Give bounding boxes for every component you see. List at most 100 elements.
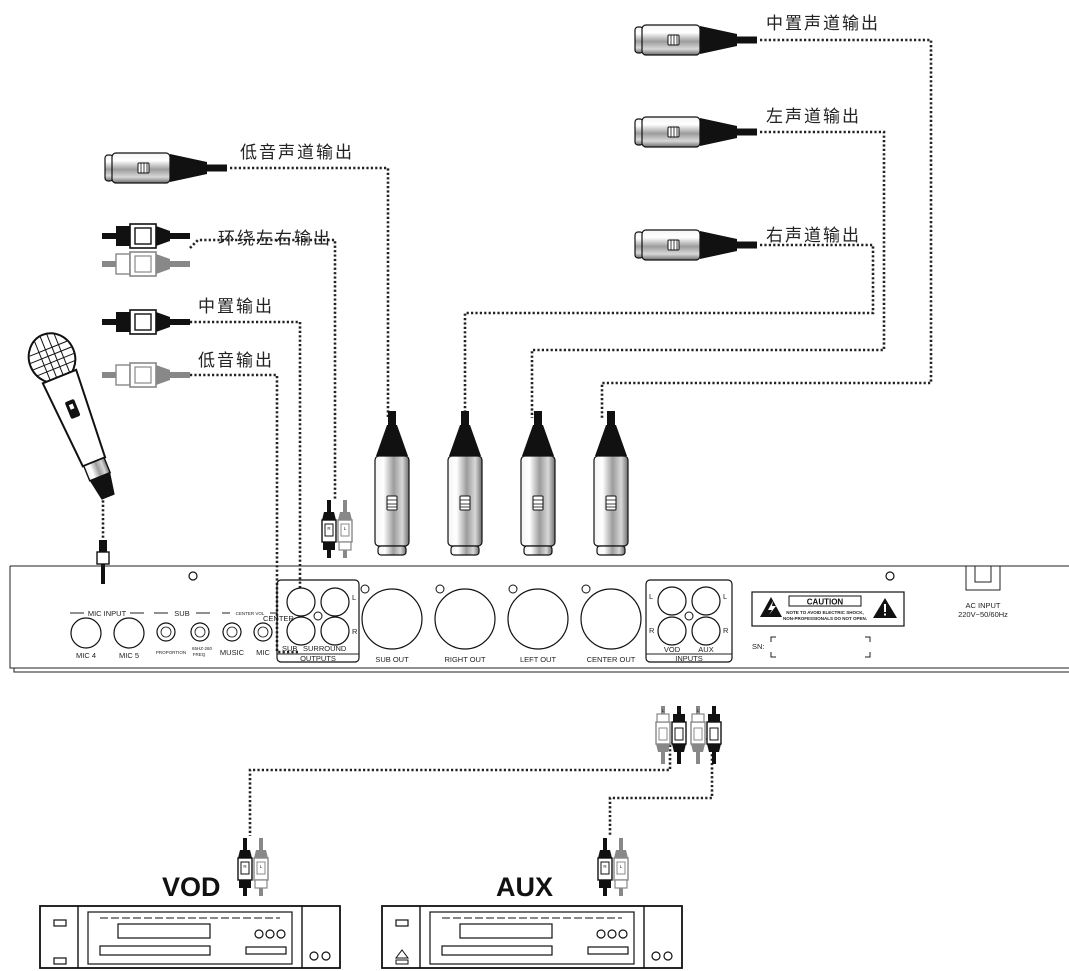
- ac-input-label: AC INPUT: [965, 601, 1000, 610]
- vod-plug-mark-r: R: [243, 864, 247, 869]
- mic5-label: MIC 5: [119, 651, 139, 660]
- surround-plug-mark-l: L: [344, 526, 347, 531]
- center-out-xlr-jack: [580, 588, 642, 650]
- label-center-channel-out: 中置声道输出: [766, 14, 880, 34]
- vod-device-label: VOD: [162, 872, 221, 902]
- aux-l-jack: [691, 586, 721, 616]
- wire-left-xlr: [530, 130, 886, 418]
- ac-input-socket: [965, 566, 1001, 591]
- proportion-knob: [156, 622, 176, 642]
- aux-r-jack: [691, 616, 721, 646]
- mic-input-label: MIC INPUT: [88, 609, 127, 618]
- input-plug-mark-l2: L: [697, 708, 700, 713]
- sub-knob-label: SUB: [174, 609, 189, 618]
- music-knob: [222, 622, 242, 642]
- cable-wires: [101, 38, 933, 836]
- freq-knob: [190, 622, 210, 642]
- rca-plug-surround-r: [101, 223, 191, 249]
- label-center-out: 中置输出: [198, 297, 274, 317]
- freq-label: FREQ: [193, 652, 206, 657]
- mic-label: MIC: [256, 648, 270, 657]
- wire-center-rca: [190, 320, 302, 590]
- vod-l-jack: [657, 586, 687, 616]
- vod-player: [39, 905, 341, 969]
- outputs-label: OUTPUTS: [300, 654, 336, 663]
- outputs-group: [276, 579, 360, 663]
- caution-title: CAUTION: [807, 598, 844, 607]
- music-label: MUSIC: [220, 648, 245, 657]
- vod-plug-mark-l: L: [260, 864, 263, 869]
- input-plug-mark-r2: R: [712, 708, 716, 713]
- label-left-channel-out: 左声道输出: [766, 107, 861, 127]
- mic5-jack: [113, 617, 145, 649]
- wire-sub-rca: [190, 373, 300, 654]
- center-vol-label: CENTER VOL: [236, 611, 265, 616]
- wire-sub-xlr: [230, 166, 390, 418]
- label-surround-lr-out: 环绕左右输出: [218, 229, 332, 249]
- xlr-plug-left-out: [520, 410, 556, 556]
- xlr-plug-sub-out: [374, 410, 410, 556]
- aux-device-label: AUX: [496, 872, 553, 902]
- xlr-plug-center-out: [593, 410, 629, 556]
- aux-plug-mark-r: R: [603, 864, 607, 869]
- surround-l-jack: [320, 587, 350, 617]
- xlr-plug-right-out: [447, 410, 483, 556]
- amplifier-rear-panel: MIC INPUT MIC 4 MIC 5 SUB PROPORTION 65H…: [9, 565, 1069, 673]
- sub-jack-label: SUB: [282, 644, 297, 653]
- center-jack-label: CENTER: [263, 614, 294, 623]
- rca-plug-surround-l: [101, 251, 191, 277]
- input-r-label: R: [649, 626, 655, 635]
- input-r-label-right: R: [723, 626, 729, 635]
- rca-plug-center: [101, 309, 191, 335]
- xlr-plug-sub: [104, 152, 228, 184]
- center-rca-jack: [286, 587, 316, 617]
- sub-out-label: SUB OUT: [375, 655, 409, 664]
- caution-line2: NON-PROFESSIONALS DO NOT OPEN.: [783, 616, 867, 621]
- left-out-label: LEFT OUT: [520, 655, 557, 664]
- sub-out-xlr-jack: [361, 588, 423, 650]
- inputs-label: INPUTS: [675, 654, 703, 663]
- wire-vod-input: [248, 737, 678, 836]
- sn-field: [770, 636, 871, 658]
- label-sub-out-rca: 低音输出: [198, 351, 274, 371]
- right-out-xlr-jack: [434, 588, 496, 650]
- surround-l-label: L: [352, 593, 356, 602]
- mic-vol-knob: [253, 622, 273, 642]
- aux-plug-mark-l: L: [620, 864, 623, 869]
- label-sub-channel-out: 低音声道输出: [240, 143, 354, 163]
- aux-input-label: AUX: [698, 645, 713, 654]
- xlr-plug-left: [634, 116, 758, 148]
- left-out-xlr-jack: [507, 588, 569, 650]
- freq-range-label: 65HZ-260: [192, 646, 213, 651]
- surround-plug-mark-r: R: [327, 526, 331, 531]
- ac-spec-label: 220V~50/60Hz: [958, 610, 1008, 619]
- microphone: [27, 332, 115, 500]
- caution-line1: NOTE TO AVOID ELECTRIC SHOCK,: [786, 610, 863, 615]
- sn-label: SN:: [752, 642, 765, 651]
- surround-r-jack: [320, 616, 350, 646]
- panel-screw: [885, 571, 895, 581]
- mic4-jack: [70, 617, 102, 649]
- wire-surround-rca: [189, 238, 337, 500]
- vod-input-label: VOD: [664, 645, 681, 654]
- input-plug-mark-l1: L: [662, 708, 665, 713]
- sub-rca-jack: [286, 616, 316, 646]
- input-l-label-right: L: [723, 592, 727, 601]
- aux-player: [381, 905, 683, 969]
- panel-screw: [188, 571, 198, 581]
- mic4-label: MIC 4: [76, 651, 96, 660]
- surround-r-label: R: [352, 627, 358, 636]
- xlr-plug-right: [634, 229, 758, 261]
- wire-center-xlr: [600, 38, 933, 418]
- center-out-label: CENTER OUT: [587, 655, 636, 664]
- rca-plug-sub: [101, 362, 191, 388]
- wire-right-xlr: [463, 243, 875, 418]
- vod-r-jack: [657, 616, 687, 646]
- mic-jack-plug: [96, 540, 110, 584]
- label-right-channel-out: 右声道输出: [766, 226, 861, 246]
- inputs-group: [645, 579, 733, 663]
- xlr-plug-center: [634, 24, 758, 56]
- surround-jack-label: SURROUND: [303, 644, 347, 653]
- input-plug-mark-r1: R: [677, 708, 681, 713]
